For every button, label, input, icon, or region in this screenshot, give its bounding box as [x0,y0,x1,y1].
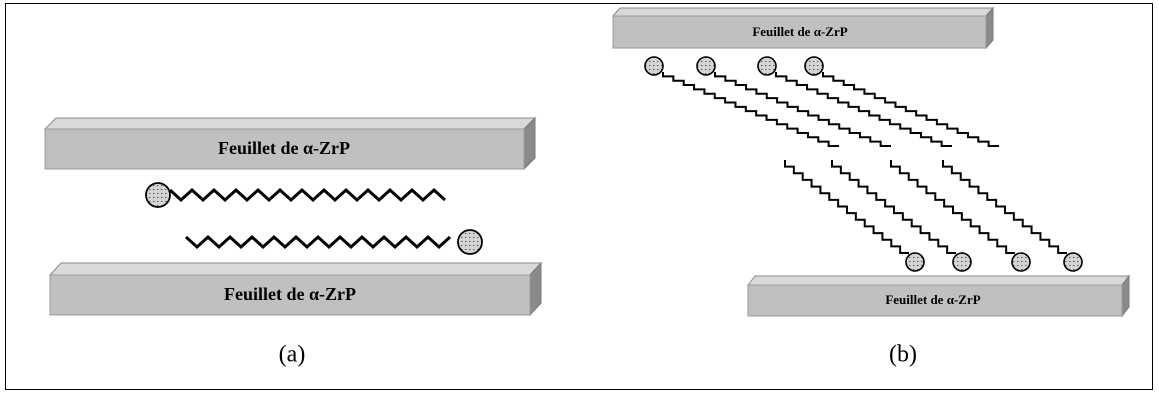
panel-a-head-2 [457,229,483,255]
panel-b-lower-head-3 [1011,252,1031,272]
panel-a: Feuillet de α-ZrP Feuillet de α-ZrP (a) [43,116,543,368]
panel-b-top-sheet: Feuillet de α-ZrP [611,6,995,50]
panel-a-molecule-1 [145,182,447,208]
panel-b-caption: (b) [889,342,917,368]
panel-b-bottom-sheet-label: Feuillet de α-ZrP [885,292,980,307]
panel-b-upper-chain-2 [714,72,891,147]
panel-a-bottom-sheet: Feuillet de α-ZrP [48,261,543,317]
panel-b-lower-head-2 [952,252,972,272]
panel-a-top-sheet-label: Feuillet de α-ZrP [218,138,350,158]
figure-frame [5,3,1153,390]
panel-a-head-1 [145,182,171,208]
panel-a-chain-2 [184,234,452,250]
panel-b-lower-chain-1 [784,160,909,254]
panel-b-upper-chain-4 [822,72,999,147]
panel-a-top-sheet: Feuillet de α-ZrP [43,116,537,171]
panel-b-upper-head-2 [696,56,716,76]
panel-b: Feuillet de α-ZrP Feuillet de α-ZrP (b) [611,6,1131,368]
panel-b-upper-head-1 [644,56,664,76]
panel-b-upper-chain-1 [662,72,839,147]
panel-b-lower-chain-2 [831,160,956,254]
panel-b-chains [644,56,1083,272]
panel-a-chain-1 [168,187,447,203]
panel-b-lower-head-1 [905,252,925,272]
panel-b-upper-head-4 [804,56,824,76]
panel-b-lower-head-4 [1063,252,1083,272]
panel-b-bottom-sheet: Feuillet de α-ZrP [746,274,1131,318]
panel-b-lower-chain-4 [942,160,1067,254]
panel-b-upper-head-3 [757,56,777,76]
panel-b-top-sheet-label: Feuillet de α-ZrP [752,24,847,39]
panel-a-caption: (a) [279,342,306,368]
panel-b-upper-chain-3 [775,72,952,147]
panel-a-bottom-sheet-label: Feuillet de α-ZrP [224,284,356,304]
panel-a-molecule-2 [184,229,483,255]
panel-b-lower-chain-3 [890,160,1015,254]
